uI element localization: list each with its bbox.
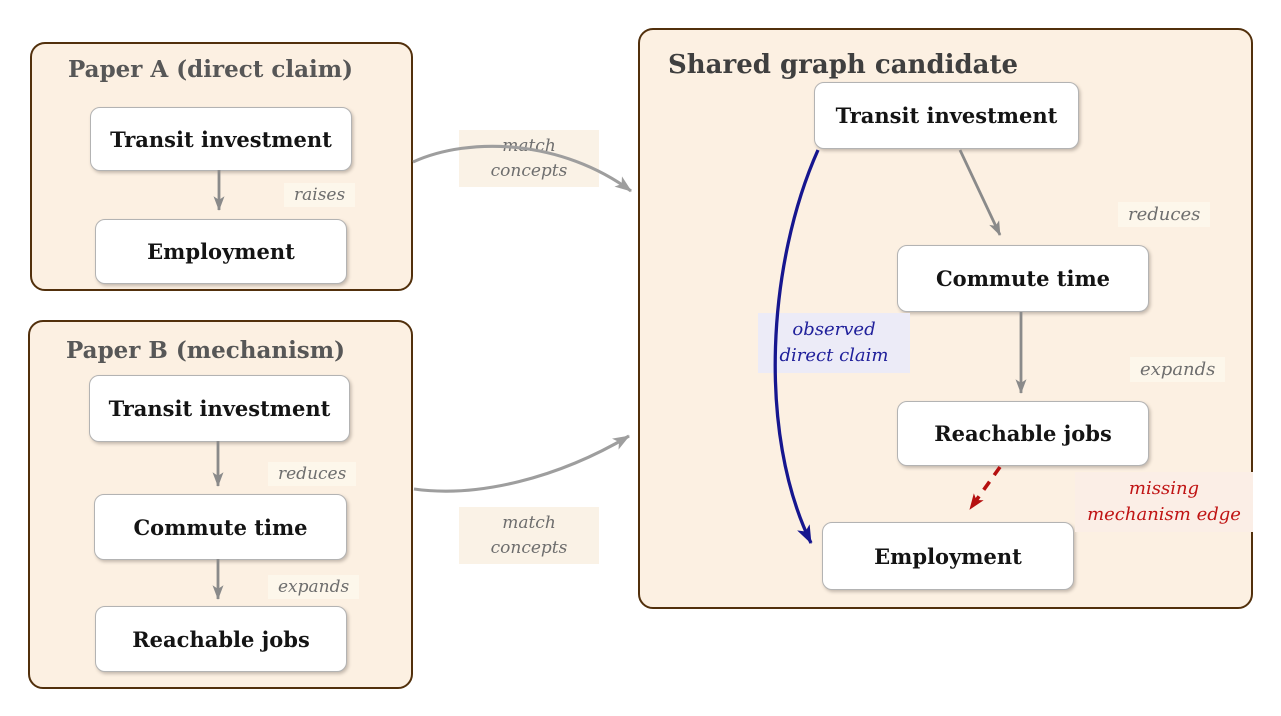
paper-a-node-employment: Employment (95, 219, 347, 284)
paper-a-title: Paper A (direct claim) (68, 56, 353, 83)
paper-b-edge-label-expands: expands (268, 575, 360, 599)
observed-direct-claim-label: observed direct claim (758, 313, 910, 374)
shared-node-transit-investment: Transit investment (814, 82, 1079, 149)
paper-b-node-reachable-jobs: Reachable jobs (95, 606, 347, 672)
match-top-line1: match (502, 136, 556, 156)
paper-b-node-transit-investment: Transit investment (89, 375, 350, 442)
match-concepts-label-bottom: match concepts (459, 507, 599, 565)
match-bottom-line1: match (502, 513, 556, 533)
shared-graph-title: Shared graph candidate (668, 50, 1019, 80)
shared-node-commute-time: Commute time (897, 245, 1149, 312)
shared-edge-label-reduces: reduces (1118, 202, 1211, 227)
shared-node-employment: Employment (822, 522, 1074, 590)
paper-b-panel: Paper B (mechanism) Transit investment C… (28, 320, 413, 689)
observed-label-line2: direct claim (779, 345, 889, 367)
paper-a-node-transit-investment: Transit investment (90, 107, 352, 171)
missing-mechanism-edge-label: missing mechanism edge (1075, 472, 1253, 533)
paper-a-panel: Paper A (direct claim) Transit investmen… (30, 42, 413, 291)
match-top-line2: concepts (490, 160, 568, 181)
paper-b-node-commute-time: Commute time (94, 494, 347, 560)
shared-edge-label-expands: expands (1130, 357, 1226, 382)
match-bottom-line2: concepts (490, 537, 568, 558)
missing-label-line2: mechanism edge (1087, 504, 1241, 526)
missing-label-line1: missing (1128, 478, 1200, 499)
paper-b-title: Paper B (mechanism) (66, 337, 345, 364)
match-concepts-arrow-bottom (413, 434, 630, 493)
paper-a-edge-label-raises: raises (284, 183, 356, 207)
shared-node-reachable-jobs: Reachable jobs (897, 401, 1149, 466)
shared-graph-panel: Shared graph candidate Transit investmen… (638, 28, 1253, 609)
match-concepts-label-top: match concepts (459, 130, 599, 188)
observed-label-line1: observed (792, 319, 876, 340)
paper-b-edge-label-reduces: reduces (268, 462, 357, 486)
